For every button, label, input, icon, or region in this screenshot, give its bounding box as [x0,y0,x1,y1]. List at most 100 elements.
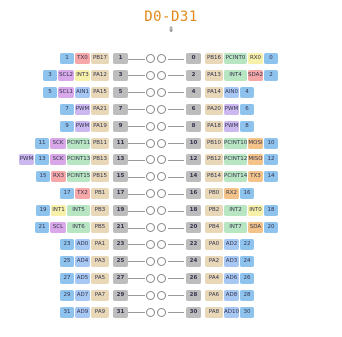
pin-function-label: INT3 [75,69,90,81]
pin-number-label: 5 [113,86,128,98]
pin-function-label: PA5 [91,272,109,284]
pin-leader-line [168,126,184,128]
pin-number-label: 25 [113,255,128,267]
pin-function-label: PB15 [91,171,109,183]
pin-number-label: 6 [186,103,201,115]
pin-function-label: PCINT0 [224,53,247,64]
pin-number-label: 3 [113,69,128,81]
pin-function-label: 28 [240,289,254,301]
pin-number-label: 11 [113,137,128,149]
pin-function-label: PA4 [205,272,223,284]
connector-arrow-icon: ⇟ [167,25,175,34]
pin-function-label: PCINT10 [224,137,247,149]
pin-function-label: PB2 [205,205,223,217]
pin-function-label: 4 [240,86,254,98]
pin-function-label: PA1 [91,238,109,250]
pin-leader-line [168,244,184,246]
pin-function-label: AD9 [75,306,90,318]
pin-function-label: PB14 [205,171,223,183]
header-pin-icon [157,189,166,199]
pin-function-label: PB13 [91,154,109,166]
pin-function-label: SCK [50,137,66,149]
pin-number-label: 28 [186,289,201,301]
pin-number-label: 23 [113,238,128,250]
pin-function-label: TX2 [75,188,90,200]
pin-function-label: PCINT12 [224,154,247,166]
pin-function-label: PA18 [205,120,223,132]
pin-function-label: INT7 [224,222,247,233]
pin-leader-line [168,58,184,60]
header-pin-icon [157,155,166,165]
pin-leader-line [128,109,145,111]
pin-function-label: PWM [75,120,90,132]
pin-function-label: PB4 [205,222,223,233]
pin-number-label: 17 [113,188,128,200]
pin-function-label: PWM [224,103,239,115]
pin-number-label: 29 [113,289,128,301]
pin-function-label: 11 [35,137,49,149]
pin-function-label: PCINT15 [67,171,90,183]
pin-function-label: INT1 [51,205,66,217]
pin-number-label: 13 [113,154,128,166]
pin-function-label: MOSI [248,137,263,149]
header-pin-icon [157,256,166,266]
pin-number-label: 27 [113,272,128,284]
pin-function-label: SDA [248,222,263,233]
pin-function-label: PA3 [91,255,109,267]
pin-function-label: PB0 [205,188,223,200]
header-pin-icon [157,87,166,97]
pin-number-label: 1 [113,53,128,64]
pin-leader-line [128,75,145,77]
pin-function-label: AIN0 [224,86,239,98]
pin-number-label: 2 [186,69,201,81]
pin-function-label: 12 [264,154,278,166]
pin-function-label: PA14 [205,86,223,98]
pin-function-label: 26 [240,272,254,284]
pin-function-label: 9 [60,120,74,132]
header-pin-icon [157,223,166,232]
pin-number-label: 19 [113,205,128,217]
header-pin-icon [146,138,155,148]
pin-leader-line [168,109,184,111]
header-pin-icon [146,290,155,300]
pin-function-label: INT6 [67,222,90,233]
pin-function-label: SCL [50,222,66,233]
pin-number-label: 14 [186,171,201,183]
pin-function-label: 17 [60,188,74,200]
pin-function-label: 19 [36,205,50,217]
header-pin-icon [157,172,166,182]
header-pin-icon [146,172,155,182]
pin-function-label: TX3 [248,171,263,183]
pin-function-label: RX2 [224,188,239,200]
pin-function-label: RX3 [51,171,66,183]
pin-function-label: RX0 [248,53,263,64]
pin-function-label: PA13 [205,69,223,81]
pin-function-label: AD0 [75,238,90,250]
pin-number-label: 10 [186,137,201,149]
header-pin-icon [157,70,166,80]
pin-function-label: 25 [60,255,74,267]
pin-number-label: 4 [186,86,201,98]
pin-function-label: PB17 [91,53,109,64]
pin-function-label: PCINT13 [67,154,90,166]
pin-number-label: 8 [186,120,201,132]
pin-function-label: PA21 [91,103,109,115]
pin-function-label: 1 [60,53,74,64]
pin-function-label: 14 [264,171,278,183]
pin-leader-line [168,143,184,144]
header-pin-icon [146,307,155,317]
pin-function-label: 7 [60,103,74,115]
pin-function-label: AD5 [75,272,90,284]
pin-leader-line [128,92,145,94]
header-pin-icon [146,206,155,216]
pin-function-label: 31 [60,306,74,318]
pin-leader-line [168,295,184,297]
pin-function-label: 29 [60,289,74,301]
pin-number-label: 15 [113,171,128,183]
